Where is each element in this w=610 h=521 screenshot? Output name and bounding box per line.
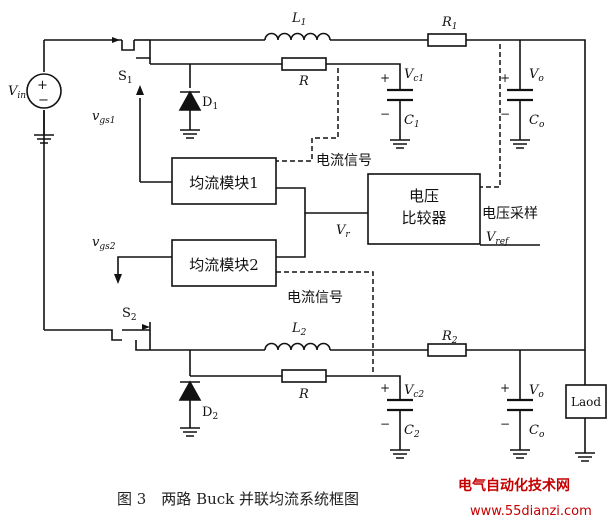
plus-co-bottom: + xyxy=(500,381,510,395)
minus-co-bottom: − xyxy=(500,417,510,431)
capacitor-c1 xyxy=(387,88,413,102)
label-vo-top: Vo xyxy=(529,67,544,84)
inductor-l1 xyxy=(264,32,331,41)
label-d1: D1 xyxy=(202,95,218,112)
svg-text:+: + xyxy=(37,78,48,93)
label-vo-bottom: Vo xyxy=(529,383,544,400)
load-text: Laod xyxy=(571,395,601,409)
label-s1: S1 xyxy=(118,69,133,86)
wires xyxy=(43,39,586,445)
capacitor-co-top xyxy=(507,88,533,102)
voltage-comparator-line1: 电压 xyxy=(409,187,439,205)
current-signal-1-text: 电流信号 xyxy=(316,153,372,169)
label-vgs2: vgs2 xyxy=(92,235,116,252)
label-r-top: R xyxy=(298,74,309,89)
resistor-r-top xyxy=(281,57,327,71)
diode-d2 xyxy=(178,380,202,401)
ground-symbols xyxy=(34,110,595,462)
labels: Vin S1 D1 L1 R1 R Vc1 C1 Vo Co vgs1 vgs2… xyxy=(8,11,601,519)
minus-c1: − xyxy=(380,107,390,121)
vin-source: + − xyxy=(26,73,62,109)
diode-d1 xyxy=(178,90,202,111)
load-box xyxy=(565,384,607,419)
plus-co-top: + xyxy=(500,71,510,85)
resistor-r2 xyxy=(427,343,467,357)
label-vr: Vr xyxy=(336,223,350,240)
label-co-bottom: Co xyxy=(529,423,545,440)
watermark-site-name: 电气自动化技术网 xyxy=(458,477,570,494)
current-share-module-1 xyxy=(171,157,277,205)
minus-co-top: − xyxy=(500,107,510,121)
capacitor-c2 xyxy=(387,398,413,412)
resistors xyxy=(281,33,467,383)
svg-text:−: − xyxy=(38,93,49,108)
inductors xyxy=(264,32,331,351)
figure-caption: 图 3 两路 Buck 并联均流系统框图 xyxy=(117,490,359,508)
resistor-r1 xyxy=(427,33,467,47)
resistor-r-bottom xyxy=(281,369,327,383)
label-d2: D2 xyxy=(202,405,218,422)
label-l1: L1 xyxy=(291,11,306,28)
label-vc1: Vc1 xyxy=(404,67,424,84)
label-co-top: Co xyxy=(529,113,545,130)
label-r1: R1 xyxy=(441,15,458,32)
label-c2: C2 xyxy=(404,423,420,440)
voltage-comparator xyxy=(367,173,481,245)
current-share-module-2 xyxy=(171,239,277,287)
capacitors xyxy=(387,88,533,412)
signal-wires xyxy=(276,44,501,372)
switch-arrows xyxy=(112,37,150,330)
voltage-sampling-text: 电压采样 xyxy=(482,206,538,222)
label-vc2: Vc2 xyxy=(404,383,424,400)
plus-c2: + xyxy=(380,381,390,395)
diodes xyxy=(178,90,202,401)
label-s2: S2 xyxy=(122,306,137,323)
label-vgs1: vgs1 xyxy=(92,109,115,126)
current-signal-2-text: 电流信号 xyxy=(287,290,343,306)
voltage-comparator-line2: 比较器 xyxy=(401,209,446,227)
current-share-1-text: 均流模块1 xyxy=(189,174,259,192)
watermark-url: www.55dianzi.com xyxy=(470,504,592,519)
plus-c1: + xyxy=(380,71,390,85)
blocks xyxy=(171,157,607,419)
current-share-2-text: 均流模块2 xyxy=(189,256,259,274)
label-r2: R2 xyxy=(441,329,458,346)
label-l2: L2 xyxy=(291,321,307,338)
capacitor-co-bottom xyxy=(507,398,533,412)
label-c1: C1 xyxy=(404,113,420,130)
label-vin: Vin xyxy=(8,84,26,101)
inductor-l2 xyxy=(264,342,331,351)
label-r-bottom: R xyxy=(298,387,309,402)
minus-c2: − xyxy=(380,417,390,431)
label-vref: Vref xyxy=(486,230,510,247)
